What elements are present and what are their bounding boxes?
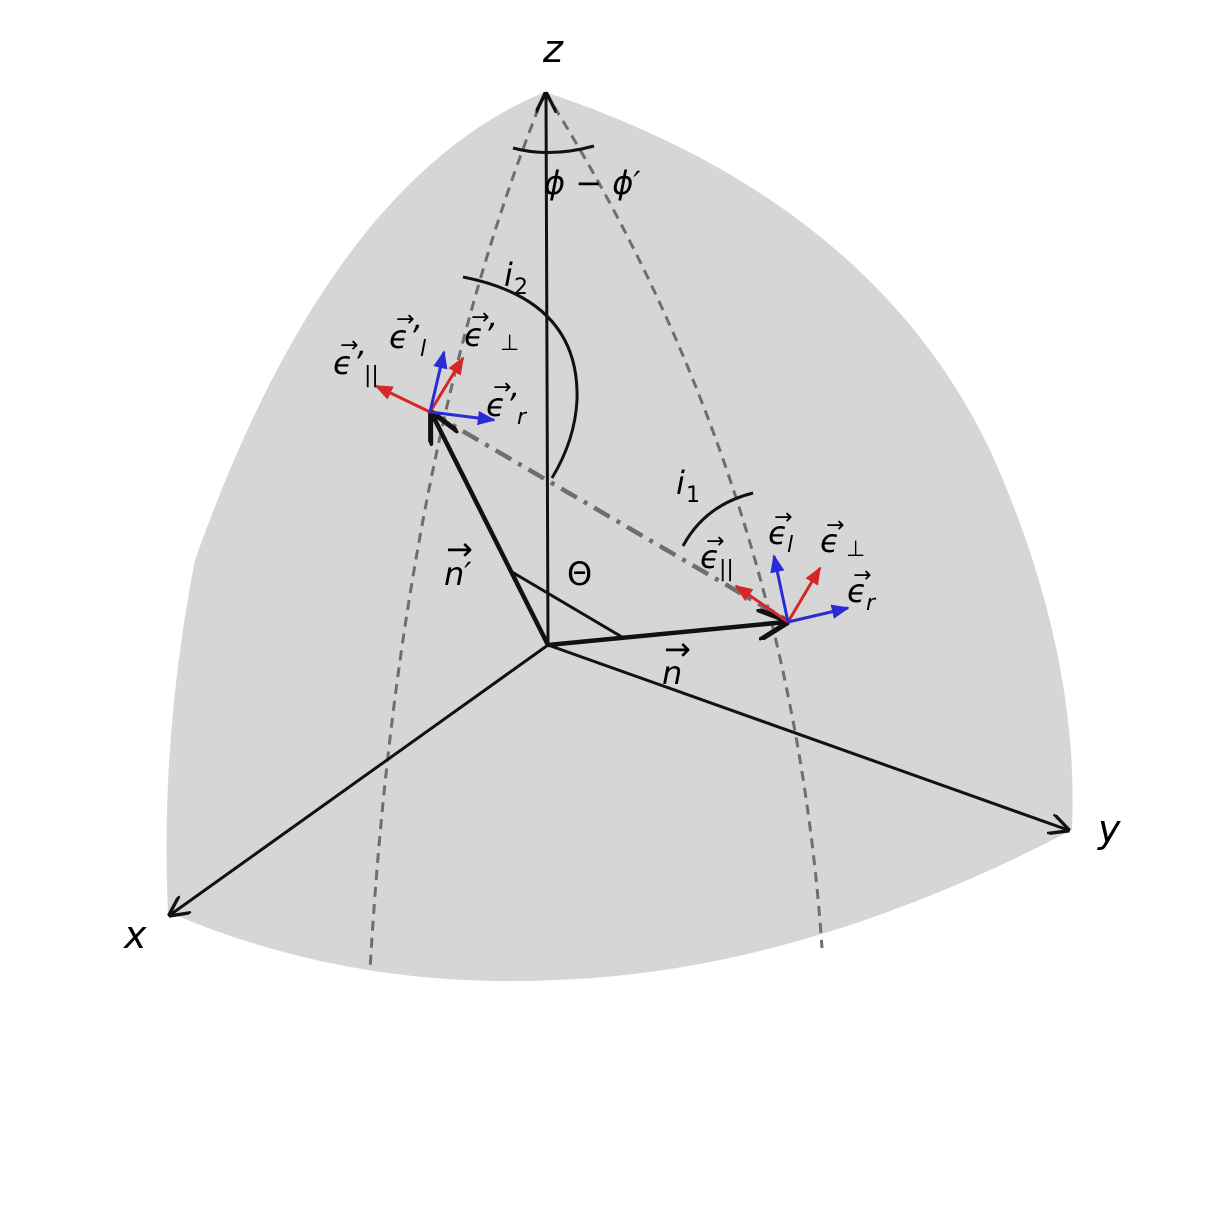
eps-r-base: ϵ — [847, 572, 867, 610]
label-eps-par: → ϵ || — [700, 529, 734, 582]
arc-phi-diff — [512, 144, 595, 154]
sphere-octant-surface — [166, 92, 1073, 982]
vector-arrow-accent: → — [774, 505, 792, 530]
label-n-prime: n′ — [444, 555, 472, 593]
label-i1-group: i 1 — [676, 464, 700, 508]
arc-i2 — [462, 275, 579, 479]
label-n-group: → n — [662, 630, 691, 692]
eps-prime-perp-base: ϵ’ — [464, 316, 495, 354]
meridian-primed — [368, 91, 547, 971]
vector-arrow-accent: → — [664, 630, 691, 668]
meridian — [543, 91, 824, 949]
vector-arrow-accent: → — [471, 305, 489, 330]
label-i2-sub: 2 — [514, 275, 528, 300]
label-i1: i — [676, 464, 685, 502]
eps-prime-l-sub: l — [420, 337, 426, 362]
label-i2-group: i 2 — [504, 256, 528, 300]
label-i2: i — [504, 256, 513, 294]
vector-arrow-accent: → — [706, 529, 724, 554]
vector-arrow-accent: → — [493, 375, 511, 400]
eps-prime-par-base: ϵ’ — [333, 344, 364, 382]
label-i1-sub: 1 — [686, 483, 700, 508]
label-eps-l: → ϵ l — [768, 505, 793, 558]
eps-l-base: ϵ — [768, 514, 788, 552]
label-eps-prime-perp: → ϵ’ ⊥ — [464, 305, 519, 356]
eps-prime-perp-sub: ⊥ — [500, 331, 519, 356]
label-eps-prime-l: → ϵ’ l — [389, 307, 426, 362]
vec-eps-prime-l — [428, 350, 448, 413]
eps-prime-par-sub: || — [364, 363, 379, 388]
label-z: z — [542, 27, 564, 71]
vec-eps-perp — [786, 566, 822, 623]
label-y: y — [1097, 807, 1121, 851]
vector-arrow-accent: → — [446, 530, 473, 568]
z-axis — [546, 94, 548, 646]
label-x: x — [123, 913, 147, 957]
eps-perp-base: ϵ — [820, 522, 840, 560]
label-n: n — [662, 654, 682, 692]
vector-arrow-accent: → — [853, 563, 871, 588]
arc-theta — [511, 570, 623, 639]
eps-par-sub: || — [719, 557, 734, 582]
vector-n-prime — [432, 414, 551, 647]
vec-eps-par — [734, 584, 789, 624]
eps-prime-l-base: ϵ’ — [389, 318, 420, 356]
vec-eps-prime-perp — [428, 356, 465, 413]
eps-l-sub: l — [787, 533, 793, 558]
eps-r-sub: r — [866, 591, 877, 616]
label-eps-prime-r: → ϵ’ r — [486, 375, 528, 430]
y-axis — [547, 643, 1068, 830]
vector-arrow-accent: → — [396, 307, 414, 332]
vec-eps-r — [787, 604, 850, 624]
vector-n — [547, 622, 786, 648]
label-theta: Θ — [567, 555, 592, 593]
eps-perp-sub: ⊥ — [846, 537, 865, 562]
scattering-plane-arc — [428, 410, 792, 624]
eps-par-base: ϵ — [700, 538, 720, 576]
label-eps-r: → ϵ r — [847, 563, 877, 616]
x-axis — [170, 643, 549, 915]
vector-arrow-accent: → — [340, 333, 358, 358]
vec-eps-prime-par — [374, 384, 431, 414]
vector-arrow-accent: → — [826, 513, 844, 538]
vec-eps-prime-r — [429, 410, 496, 426]
eps-prime-r-base: ϵ’ — [486, 386, 517, 424]
label-n-prime-group: → n′ — [444, 530, 473, 593]
arc-i1 — [681, 491, 754, 547]
label-eps-prime-par: → ϵ’ || — [333, 333, 379, 388]
eps-prime-r-sub: r — [517, 405, 528, 430]
vec-eps-l — [770, 554, 790, 623]
label-phi-diff: ϕ − ϕ′ — [544, 164, 641, 202]
label-eps-perp: → ϵ ⊥ — [820, 513, 865, 562]
